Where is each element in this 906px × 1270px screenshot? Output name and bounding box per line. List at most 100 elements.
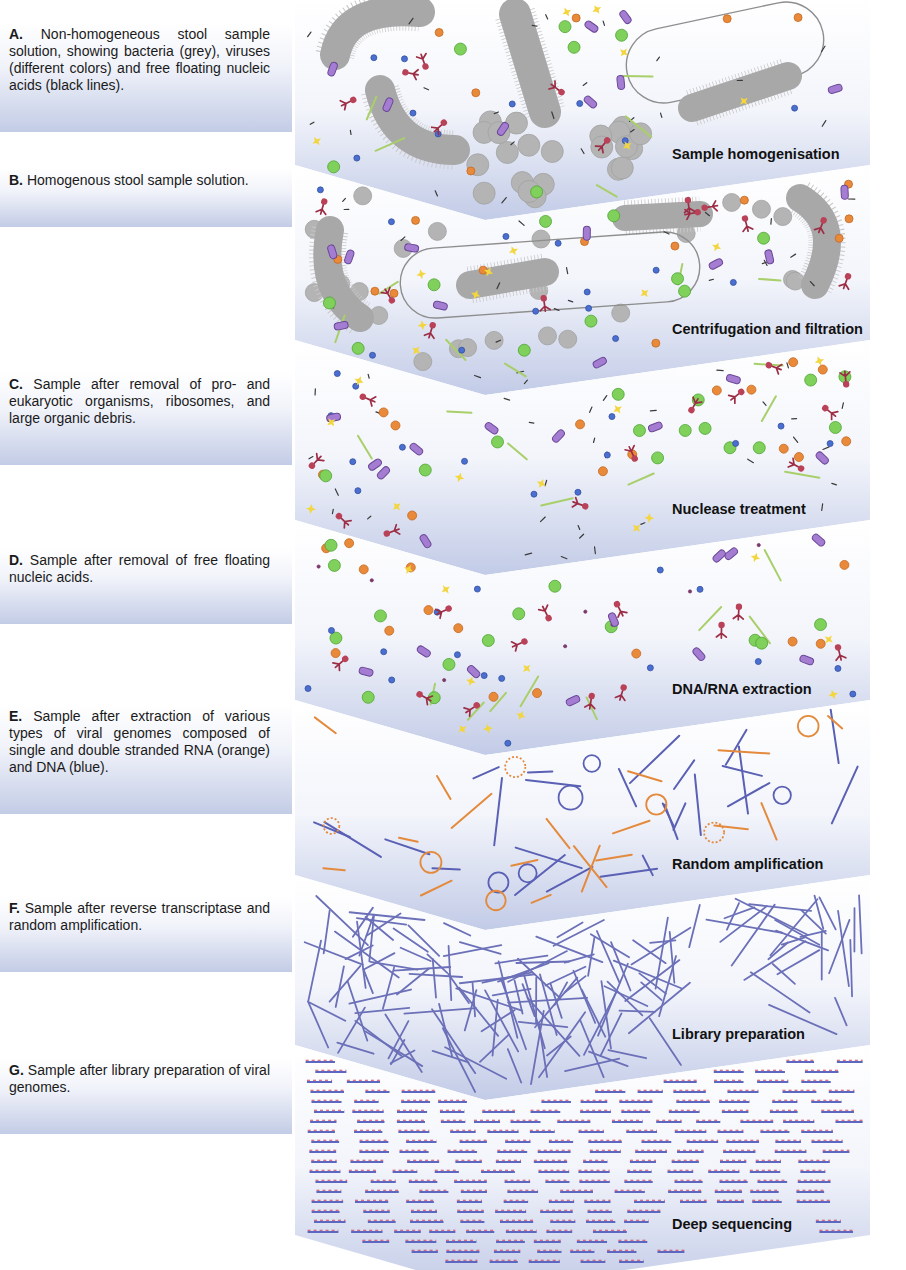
amplified-dna — [353, 908, 373, 937]
phage-head — [544, 614, 553, 623]
fragment-adapter — [560, 1190, 593, 1191]
amplified-dna — [535, 978, 537, 1024]
library-fragment — [504, 1201, 528, 1203]
rna-genome — [437, 776, 451, 799]
rod-virus — [607, 612, 619, 628]
library-fragment — [541, 1101, 571, 1103]
virus-particle — [362, 691, 374, 703]
bacteriophage — [839, 272, 854, 291]
amplified-dna — [357, 922, 366, 988]
library-fragment — [441, 1121, 465, 1123]
amplified-dna — [539, 1012, 585, 1077]
library-fragment — [750, 1171, 780, 1173]
fragment-adapter — [668, 1190, 701, 1191]
phage-head — [819, 216, 827, 224]
rod-virus — [726, 374, 741, 385]
rna-genome — [628, 771, 661, 781]
free-nucleic-acid — [822, 121, 826, 127]
fragment-adapter — [657, 1250, 684, 1251]
virus-particle — [540, 215, 552, 227]
fragment-adapter — [619, 1100, 652, 1101]
amplified-dna — [508, 1049, 521, 1082]
library-fragment — [315, 1181, 347, 1183]
library-fragment — [393, 1171, 418, 1173]
fragment-adapter — [540, 1210, 573, 1211]
free-nucleic-acid — [552, 112, 554, 119]
amplified-dna — [408, 925, 439, 956]
phage-tail — [539, 300, 550, 312]
dna-genome — [473, 767, 498, 778]
star-virus — [749, 551, 762, 564]
fragment-adapter — [419, 1190, 448, 1191]
amplified-dna — [385, 1015, 421, 1072]
free-nucleic-acid — [561, 557, 567, 559]
phage-tail — [316, 202, 329, 215]
virus-particle — [489, 692, 498, 701]
library-fragment — [634, 1201, 665, 1203]
circular-rna-genome — [704, 823, 724, 843]
rna-genome — [596, 855, 632, 861]
free-nucleic-acid — [525, 553, 531, 555]
rod-virus — [419, 533, 432, 549]
free-nucleic-acid — [494, 112, 498, 114]
fragment-adapter — [406, 1200, 434, 1201]
virus-particle — [428, 279, 440, 291]
free-nucleic-acid — [496, 340, 500, 342]
fragment-adapter — [550, 1220, 575, 1221]
fragment-adapter — [723, 1150, 755, 1151]
virus-particle — [794, 453, 803, 462]
library-fragment — [398, 1131, 429, 1133]
phage-head — [383, 529, 391, 537]
fragment-adapter — [755, 1070, 785, 1071]
bacteriophage — [814, 215, 829, 234]
fragment-adapter — [454, 1180, 487, 1181]
step-description-tab: A. Non-homogeneous stool sample solution… — [0, 22, 292, 132]
panel-contents — [305, 895, 862, 1092]
rna-genome — [719, 750, 770, 753]
library-fragment — [429, 1231, 455, 1233]
circular-dna-genome — [488, 872, 508, 892]
virus-particle — [533, 689, 542, 698]
virus-particle — [328, 627, 334, 633]
amplified-dna — [515, 980, 523, 1013]
free-nucleic-acid — [641, 523, 645, 525]
fragment-adapter — [504, 1200, 528, 1201]
fragment-adapter — [557, 1120, 590, 1121]
library-fragment — [720, 1181, 748, 1183]
fragment-adapter — [756, 1160, 781, 1161]
virus-particle — [331, 649, 340, 658]
free-nucleic-acid — [554, 309, 559, 311]
bacterium — [692, 76, 788, 108]
virus-particle — [740, 196, 748, 204]
fragment-adapter — [615, 1190, 645, 1191]
bacteriophage — [431, 117, 450, 135]
step-description-tab: G. Sample after library preparation of v… — [0, 1058, 292, 1134]
bacteriophage — [401, 67, 419, 80]
fragment-adapter — [363, 1210, 390, 1211]
fragment-adapter — [664, 1080, 697, 1081]
ribosome-debris — [459, 339, 477, 357]
fragment-adapter — [816, 1220, 841, 1221]
ribosome-debris — [473, 182, 495, 204]
filamentous-virus — [446, 340, 465, 360]
star-virus — [617, 45, 631, 59]
library-fragment — [829, 1091, 855, 1093]
free-nucleic-acid — [822, 46, 825, 51]
bacteriophage — [538, 604, 554, 623]
ribosome-debris — [532, 230, 550, 248]
fragment-adapter — [801, 1080, 830, 1081]
fragment-adapter — [715, 1190, 742, 1191]
virus-particle — [374, 610, 386, 622]
free-nucleic-acid — [511, 142, 514, 145]
fragment-adapter — [675, 1130, 707, 1131]
dna-genome — [619, 769, 636, 806]
step-label: Deep sequencing — [672, 1216, 792, 1232]
free-nucleic-acid — [770, 219, 772, 225]
circular-dna-genome — [798, 716, 819, 737]
virus-particle — [531, 491, 537, 497]
amplified-dna — [819, 897, 835, 929]
rod-virus — [327, 61, 338, 77]
free-nucleic-acid — [631, 130, 634, 132]
fragment-adapter — [394, 1230, 421, 1231]
star-virus — [465, 675, 477, 687]
